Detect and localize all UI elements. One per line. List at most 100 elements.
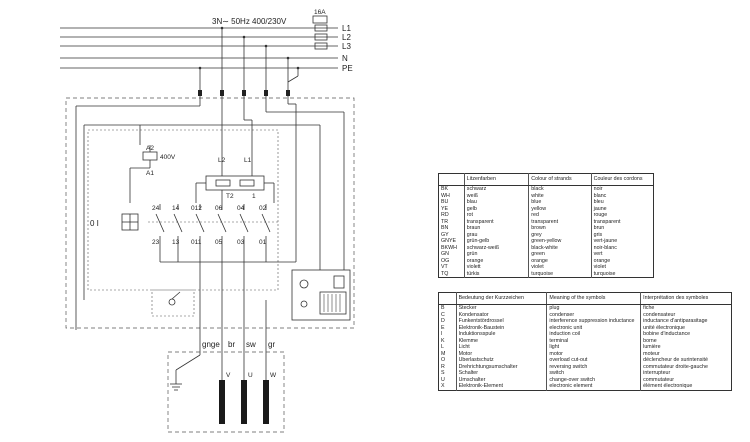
table-cell: GN — [441, 251, 449, 257]
motor-terminal-w: W — [270, 372, 277, 379]
table-cell: black — [528, 185, 592, 193]
table-cell: green-yellow — [528, 238, 592, 245]
table-cell: transparent — [590, 218, 654, 225]
table-cell: U — [441, 376, 445, 383]
table-cell: orange — [463, 257, 529, 264]
table-cell: élément électronique — [640, 383, 732, 390]
switch-unit-outline — [87, 129, 279, 291]
table-cell: unité électronique — [640, 324, 732, 331]
table-cell: vert — [590, 251, 654, 258]
supply-lines — [60, 24, 338, 70]
table-header-row: Bedeutung der Kurzzeichen Meaning of the… — [438, 292, 732, 305]
line-label-n: N — [342, 54, 348, 63]
column-header: Colour of strands — [528, 173, 592, 186]
contact-bottom-23: 23 — [152, 239, 160, 246]
contact-top-012: 012 — [191, 205, 202, 212]
contact-top-14: 14 — [172, 205, 180, 212]
table-cell: OG — [441, 257, 450, 264]
table-cell: gris — [590, 231, 654, 238]
table-cell: Funkentstördrossel — [455, 318, 547, 325]
coil-label-a1: A1 — [146, 170, 154, 177]
supply-rating: 3N∼ 50Hz 400/230V — [212, 17, 287, 26]
table-cell: yellow — [528, 205, 592, 212]
table-cell: schwarz — [463, 185, 529, 193]
contact-top-06: 06 — [215, 205, 223, 212]
table-cell: TQ — [441, 270, 449, 277]
table-cell: rouge — [590, 212, 654, 219]
terminal-l1: L1 — [244, 157, 252, 164]
housing-outline — [65, 97, 355, 329]
table-header-row: Litzenfarben Colour of strands Couleur d… — [438, 173, 654, 186]
table-cell: GY — [441, 231, 449, 238]
table-cell: inductance d'antiparasitage — [640, 318, 732, 325]
contact-bottom-01: 01 — [259, 239, 267, 246]
table-cell: brown — [528, 225, 592, 232]
table-cell: Schalter — [455, 370, 547, 377]
table-cell: bleu — [590, 199, 654, 206]
coil-voltage: 400V — [160, 154, 176, 161]
coil-label-a2: A2 — [146, 145, 154, 152]
switch-contacts — [148, 190, 296, 300]
plug-connectors — [198, 28, 299, 96]
table-cell: D — [441, 318, 445, 324]
contact-bottom-13: 13 — [172, 239, 180, 246]
table-cell: GNYE — [441, 238, 457, 244]
motor-winding-u — [241, 380, 247, 424]
table-cell: gelb — [463, 205, 529, 212]
contact-top-02: 02 — [259, 205, 267, 212]
table-cell: X — [441, 383, 445, 389]
table-cell: blanc — [590, 192, 654, 199]
table-cell: change-over switch — [546, 376, 641, 383]
table-cell: motor — [546, 350, 641, 357]
table-cell: blue — [528, 199, 592, 206]
contact-bottom-05: 05 — [215, 239, 223, 246]
column-header: Interprétation des symboles — [640, 292, 732, 305]
table-cell: electronic element — [546, 383, 641, 390]
table-cell: orange — [590, 257, 654, 264]
symbols-table: Bedeutung der Kurzzeichen Meaning of the… — [438, 292, 732, 391]
table-cell: vert-jaune — [590, 238, 654, 245]
table-cell: Elektronik-Baustein — [455, 324, 547, 331]
motor-terminal-v: V — [226, 372, 231, 379]
table-cell: condenser — [546, 311, 641, 318]
table-cell: commutateur droite-gauche — [640, 363, 732, 370]
table-cell: BK — [441, 186, 449, 192]
table-cell: K — [441, 337, 445, 344]
table-cell: BN — [441, 225, 449, 231]
table-cell: moteur — [640, 350, 732, 357]
contact-bottom-03: 03 — [237, 239, 245, 246]
line-label-l3: L3 — [342, 42, 351, 51]
table-cell: condensateur — [640, 311, 732, 318]
table-cell: plug — [546, 304, 641, 312]
strand-colors-table: Litzenfarben Colour of strands Couleur d… — [438, 173, 654, 278]
switch-glyph: 0 I — [90, 219, 99, 228]
terminal-l2: L2 — [218, 157, 226, 164]
contactor-coil — [129, 145, 158, 203]
wire-color-gr: gr — [268, 340, 275, 349]
table-cell: electronic unit — [546, 324, 641, 331]
table-cell: TR — [441, 218, 449, 225]
motor-winding-v — [219, 380, 225, 424]
table-cell: M — [441, 350, 446, 357]
table-cell: turquoise — [590, 270, 654, 278]
table-cell: commutateur — [640, 376, 732, 383]
table-cell: interference suppression inductance — [546, 318, 641, 325]
block-label-1: 1 — [252, 193, 256, 200]
table-cell: Elektronik-Element — [455, 383, 547, 390]
table-cell: terminal — [546, 337, 641, 344]
table-cell: borne — [640, 337, 732, 344]
